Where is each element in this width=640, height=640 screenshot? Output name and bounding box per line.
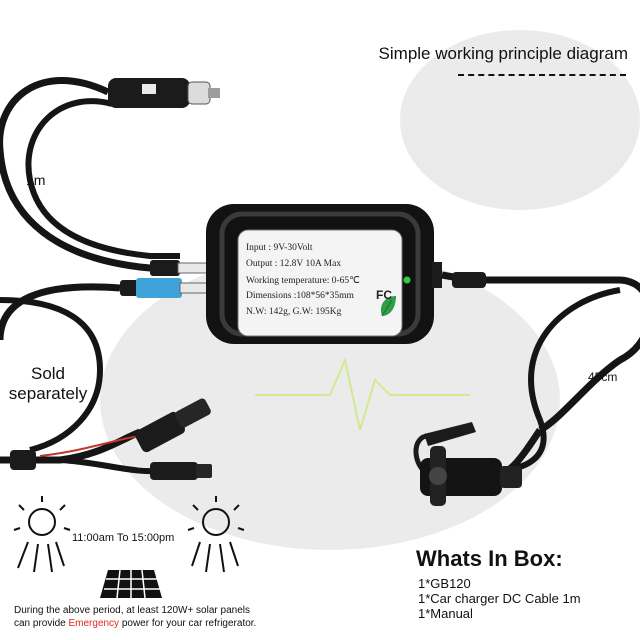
solar-branch-cable — [0, 283, 212, 480]
box-item: 1*Manual — [418, 606, 473, 621]
box-item: 1*GB120 — [418, 576, 471, 591]
spec-temperature: Working temperature: 0-65℃ — [246, 276, 360, 286]
box-contents-title: Whats In Box: — [416, 546, 563, 571]
time-window-label: 11:00am To 15:00pm — [72, 532, 175, 544]
note-line-2: can provide Emergency power for your car… — [14, 617, 256, 630]
note-line-2-start: can provide — [14, 618, 69, 629]
sold-line-1: Sold — [30, 364, 66, 383]
title-underline — [458, 74, 626, 76]
sold-separately-label: Sold separately — [4, 364, 92, 404]
spec-weight: N.W: 142g, G.W: 195Kg — [246, 307, 342, 317]
solar-panel-icon — [100, 569, 162, 599]
note-line-2-end: power for your car refrigerator. — [119, 618, 257, 629]
solar-note: During the above period, at least 120W+ … — [14, 604, 256, 630]
page-title: Simple working principle diagram — [378, 44, 628, 63]
leaf-icon — [380, 296, 396, 317]
box-item: 1*Car charger DC Cable 1m — [418, 591, 581, 606]
cable-length-1m-label: 1m — [26, 172, 46, 188]
box-contents-list: 1*GB120 1*Car charger DC Cable 1m 1*Manu… — [418, 576, 581, 621]
heartbeat-line — [255, 356, 470, 431]
car-socket-icon — [413, 422, 522, 506]
note-line-1: During the above period, at least 120W+ … — [14, 605, 250, 616]
emergency-emphasis: Emergency — [68, 618, 120, 629]
car-plug-cable — [0, 77, 220, 272]
cigarette-plug-icon — [108, 78, 220, 108]
sold-line-2: separately — [8, 384, 88, 403]
sun-icon — [13, 496, 71, 573]
sun-icon — [187, 496, 245, 573]
spec-dimensions: Dimensions :108*56*35mm — [246, 291, 354, 301]
converter-device — [206, 204, 442, 344]
fc-cert-mark: FC — [376, 288, 392, 302]
led-indicator-icon — [403, 276, 411, 284]
cable-length-45cm-label: 45cm — [588, 370, 618, 384]
dc-plugs — [120, 260, 209, 298]
spec-input: Input : 9V-30Volt — [246, 243, 313, 253]
spec-output: Output : 12.8V 10A Max — [246, 259, 342, 269]
